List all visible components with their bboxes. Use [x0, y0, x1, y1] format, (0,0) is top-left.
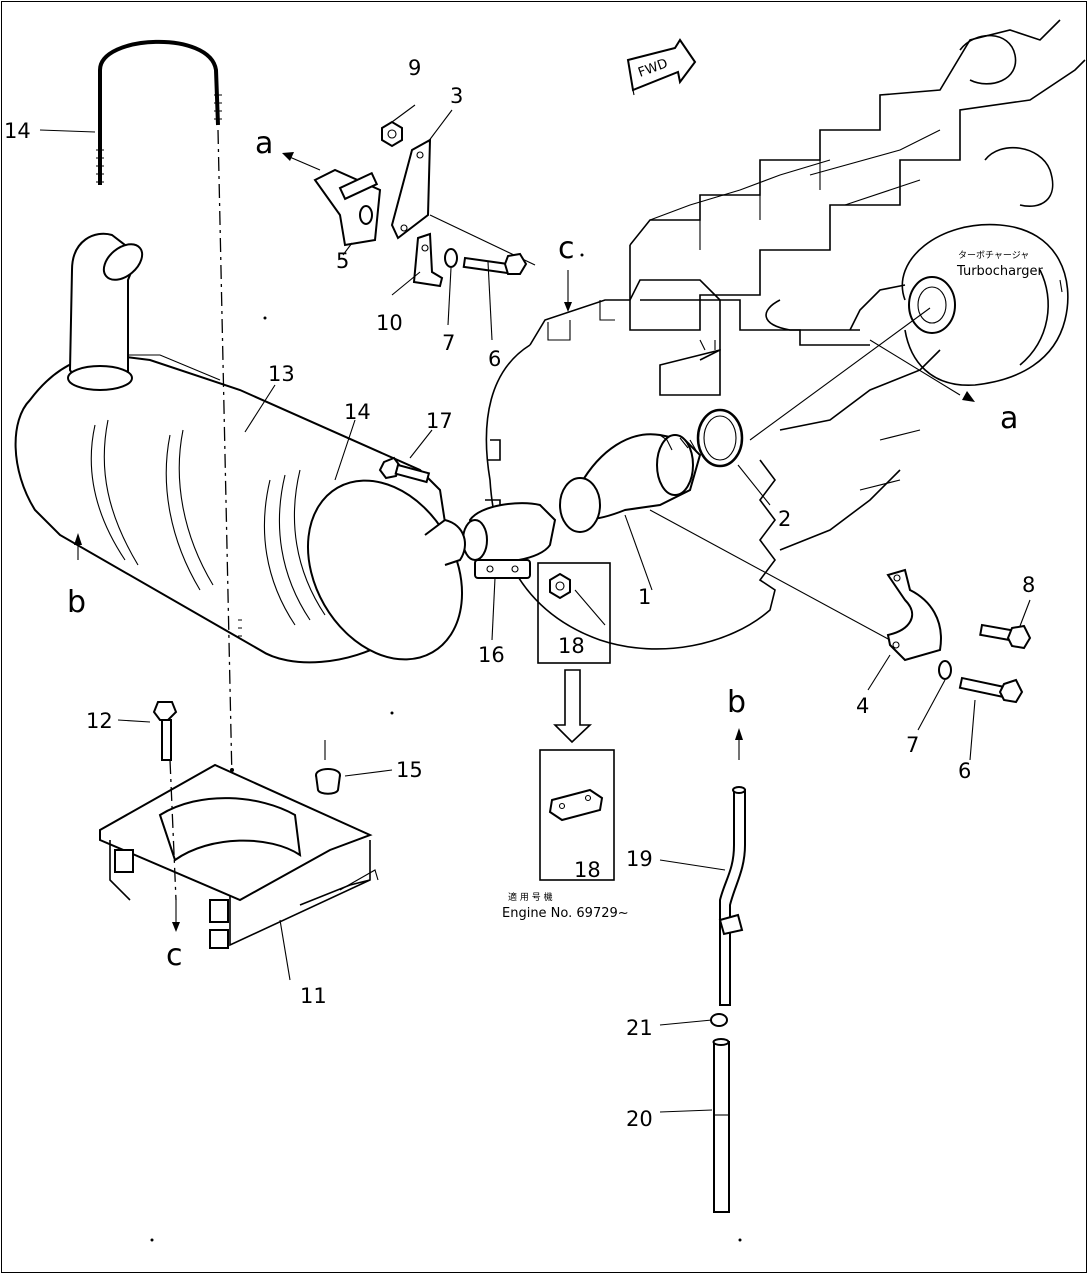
ref-b-muffler-side: b [67, 585, 86, 620]
label-part-18-original: 18 [558, 634, 585, 658]
label-part-7-top: 7 [442, 331, 455, 355]
engine-block [629, 19, 1086, 551]
exhaust-elbow [559, 433, 702, 533]
ref-b-pipe-side: b [727, 685, 746, 720]
washer-7-bottom [938, 660, 952, 680]
ref-a-muffler-side: a [255, 126, 273, 161]
ref-c-housing-side: c [558, 231, 575, 266]
washer-7-top [444, 248, 458, 268]
bracket-3 [390, 138, 432, 240]
fwd-arrow: FWD [626, 38, 697, 96]
part-number-labels: 1 2 3 4 5 6 6 7 7 8 9 10 11 12 13 14 14 … [4, 56, 1035, 1131]
label-part-9: 9 [408, 56, 421, 80]
label-part-12: 12 [86, 709, 113, 733]
ref-c-bracket-side: c [166, 938, 183, 973]
annotation-labels: ターボチャージャ Turbocharger 適 用 号 機 Engine No.… [502, 250, 1063, 921]
label-part-8: 8 [1022, 573, 1035, 597]
serial-applicability-en-label: Engine No. 69729~ [502, 906, 629, 921]
label-part-15: 15 [396, 758, 423, 782]
label-part-13: 13 [268, 362, 295, 386]
label-part-19: 19 [626, 847, 653, 871]
label-part-5: 5 [336, 249, 349, 273]
arrow-down-replacement [553, 669, 593, 744]
label-part-3: 3 [450, 84, 463, 108]
label-part-1: 1 [638, 585, 651, 609]
label-part-20: 20 [626, 1107, 653, 1131]
detail-box-18-original [537, 562, 611, 664]
gasket-ring [696, 408, 744, 468]
label-part-6-top: 6 [488, 347, 501, 371]
label-part-10: 10 [376, 311, 403, 335]
bolt-12 [152, 701, 178, 761]
label-part-14-muffler: 14 [344, 400, 371, 424]
label-part-18-new: 18 [574, 858, 601, 882]
stud-bracket-5 [313, 168, 382, 247]
label-part-2: 2 [778, 507, 791, 531]
muffler [14, 232, 466, 664]
label-part-4: 4 [856, 694, 869, 718]
label-part-6-bottom: 6 [958, 759, 971, 783]
nut-15 [315, 768, 341, 795]
angle-bracket-10 [412, 232, 444, 288]
bolt-8 [979, 623, 1032, 650]
turbocharger-jp-label: ターボチャージャ [958, 250, 1029, 261]
leader-lines [39, 104, 1031, 1113]
serial-applicability-jp-label: 適 用 号 機 [508, 891, 553, 903]
clamp-band [462, 502, 557, 579]
label-part-16: 16 [478, 643, 505, 667]
label-part-14-top: 14 [4, 119, 31, 143]
scan-dots [150, 253, 742, 1242]
turbocharger-en-label: Turbocharger [956, 264, 1043, 279]
detail-box-18-new [539, 749, 615, 881]
label-part-17: 17 [426, 409, 453, 433]
bolt-6-top [462, 252, 528, 275]
pipe-assembly [710, 786, 746, 1213]
bracket-4 [886, 568, 942, 662]
bolt-17 [378, 456, 431, 484]
label-part-7-bottom: 7 [906, 733, 919, 757]
ref-a-turbo-side: a [1000, 401, 1018, 436]
bolt-6-bottom [958, 676, 1024, 704]
u-bolt [96, 39, 222, 185]
label-part-21: 21 [626, 1016, 653, 1040]
reference-letter-labels: a a b b c c [67, 126, 1018, 973]
muffler-bracket [99, 763, 379, 949]
label-part-11: 11 [300, 984, 327, 1008]
